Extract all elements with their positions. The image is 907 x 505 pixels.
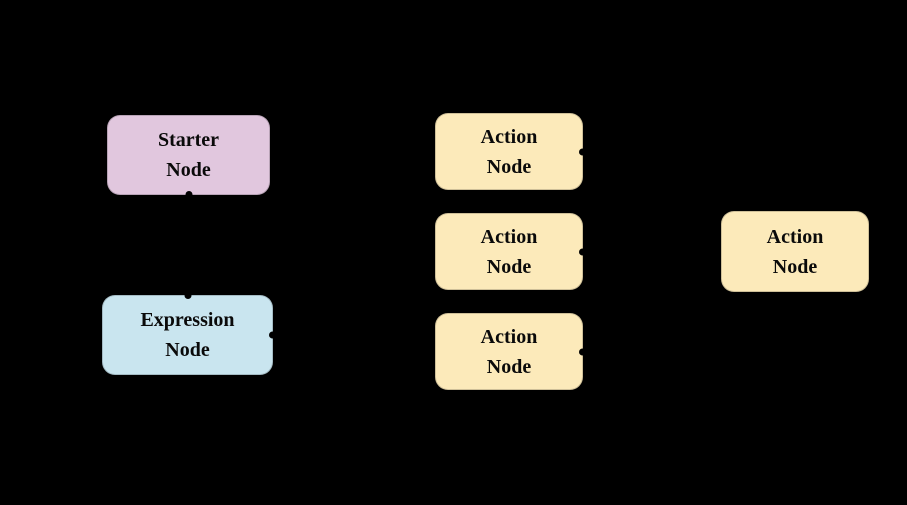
action-node-2-right-handle[interactable]: [579, 248, 586, 255]
action-node-1[interactable]: Action Node: [435, 113, 586, 190]
action-node-3-right-handle[interactable]: [579, 348, 586, 355]
action-node-3-label: Action Node: [480, 325, 538, 378]
action-node-3[interactable]: Action Node: [435, 313, 586, 390]
action-node-4-label: Action Node: [766, 225, 824, 278]
action-node-1-label: Action Node: [480, 125, 538, 178]
expression-node[interactable]: Expression Node: [102, 292, 276, 375]
starter-node[interactable]: Starter Node: [107, 115, 270, 198]
starter-node-label: Starter Node: [157, 129, 220, 181]
action-node-2[interactable]: Action Node: [435, 213, 586, 290]
expression-node-top-handle[interactable]: [184, 292, 191, 299]
expression-node-right-handle[interactable]: [269, 331, 276, 339]
action-node-1-right-handle[interactable]: [579, 148, 586, 155]
expression-node-label: Expression Node: [140, 309, 235, 361]
starter-node-bottom-handle[interactable]: [185, 191, 192, 198]
action-node-2-label: Action Node: [480, 225, 538, 278]
action-node-4[interactable]: Action Node: [721, 211, 869, 292]
